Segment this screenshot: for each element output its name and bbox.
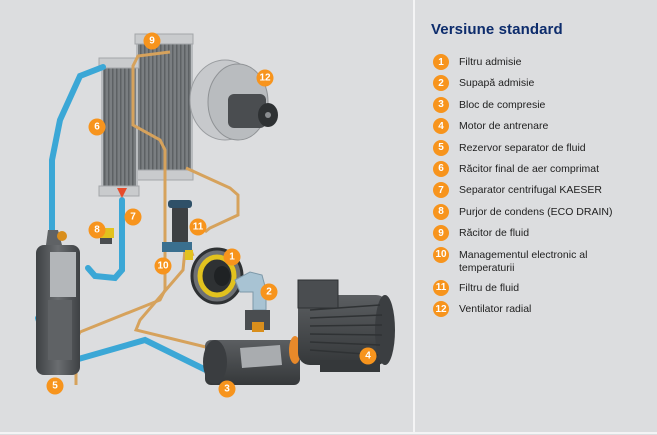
number-badge: 11 (433, 279, 449, 296)
number-badge: 3 (433, 96, 449, 113)
legend-label: Răcitor de fluid (459, 227, 530, 240)
legend-label: Separator centrifugal KAESER (459, 184, 602, 197)
number-badge: 7 (433, 182, 449, 199)
svg-text:3: 3 (224, 384, 230, 395)
callout-1: 1 (223, 248, 241, 266)
legend-label: Supapă admisie (459, 77, 535, 90)
legend-item: 2 Supapă admisie (433, 75, 657, 92)
legend-panel: Versiune standard 1 Filtru admisie 2 Sup… (415, 0, 657, 432)
legend-label: Purjor de condens (ECO DRAIN) (459, 205, 613, 218)
svg-text:8: 8 (94, 225, 100, 236)
legend-label: Răcitor final de aer comprimat (459, 162, 600, 175)
legend-label: Filtru de fluid (459, 281, 520, 294)
svg-text:7: 7 (130, 212, 136, 223)
callout-2: 2 (260, 283, 278, 301)
fluid-filter (162, 200, 193, 260)
callout-5: 5 (46, 377, 64, 395)
svg-text:5: 5 (52, 381, 58, 392)
callout-6: 6 (88, 118, 106, 136)
svg-text:9: 9 (149, 36, 155, 47)
separator-valve (117, 188, 127, 198)
legend-item: 6 Răcitor final de aer comprimat (433, 160, 657, 177)
callout-10: 10 (154, 257, 172, 275)
compressor-diagram: 1 2 3 4 5 6 7 8 9 10 11 12 (35, 32, 395, 398)
number-badge: 6 (433, 160, 449, 177)
callout-7: 7 (124, 208, 142, 226)
svg-text:10: 10 (157, 261, 169, 272)
compressor-block (203, 310, 300, 385)
svg-text:2: 2 (266, 287, 272, 298)
number-badge: 5 (433, 139, 449, 156)
legend-item: 12 Ventilator radial (433, 301, 657, 318)
callout-8: 8 (88, 221, 106, 239)
callout-4: 4 (359, 347, 377, 365)
legend-label: Motor de antrenare (459, 120, 549, 133)
number-badge: 9 (433, 225, 449, 242)
legend-label: Ventilator radial (459, 303, 532, 316)
number-badge: 4 (433, 118, 449, 135)
legend-item: 4 Motor de antrenare (433, 118, 657, 135)
callout-9: 9 (143, 32, 161, 50)
callout-12: 12 (256, 69, 274, 87)
legend-item: 7 Separator centrifugal KAESER (433, 182, 657, 199)
legend-label: Managementul electronic al temperaturii (459, 248, 588, 274)
legend-item: 1 Filtru admisie (433, 54, 657, 70)
number-badge: 12 (433, 301, 449, 318)
legend-label: Rezervor separator de fluid (459, 141, 586, 154)
svg-text:12: 12 (259, 73, 271, 84)
radial-fan (189, 59, 278, 141)
svg-text:1: 1 (229, 252, 235, 263)
panel-divider (413, 0, 415, 432)
callout-3: 3 (218, 380, 236, 398)
svg-text:4: 4 (365, 351, 371, 362)
svg-text:6: 6 (94, 122, 100, 133)
svg-text:11: 11 (193, 222, 204, 233)
number-badge: 2 (433, 75, 449, 92)
callout-11: 11 (189, 218, 207, 236)
legend-item: 5 Rezervor separator de fluid (433, 139, 657, 156)
drive-motor (297, 279, 395, 372)
legend-item: 11 Filtru de fluid (433, 279, 657, 296)
number-badge: 1 (433, 54, 449, 70)
legend-item: 9 Răcitor de fluid (433, 225, 657, 242)
bottom-divider (0, 432, 657, 434)
legend-label: Filtru admisie (459, 56, 522, 68)
legend-item: 8 Purjor de condens (ECO DRAIN) (433, 203, 657, 220)
separator-tank (36, 230, 80, 375)
legend-list: 1 Filtru admisie 2 Supapă admisie 3 Bloc… (433, 54, 657, 323)
number-badge: 10 (433, 246, 449, 263)
legend-label: Bloc de compresie (459, 98, 546, 111)
legend-item: 10 Managementul electronic al temperatur… (433, 246, 657, 275)
legend-title: Versiune standard (431, 21, 563, 38)
condensate-drain (100, 228, 114, 244)
legend-item: 3 Bloc de compresie (433, 96, 657, 113)
number-badge: 8 (433, 203, 449, 220)
